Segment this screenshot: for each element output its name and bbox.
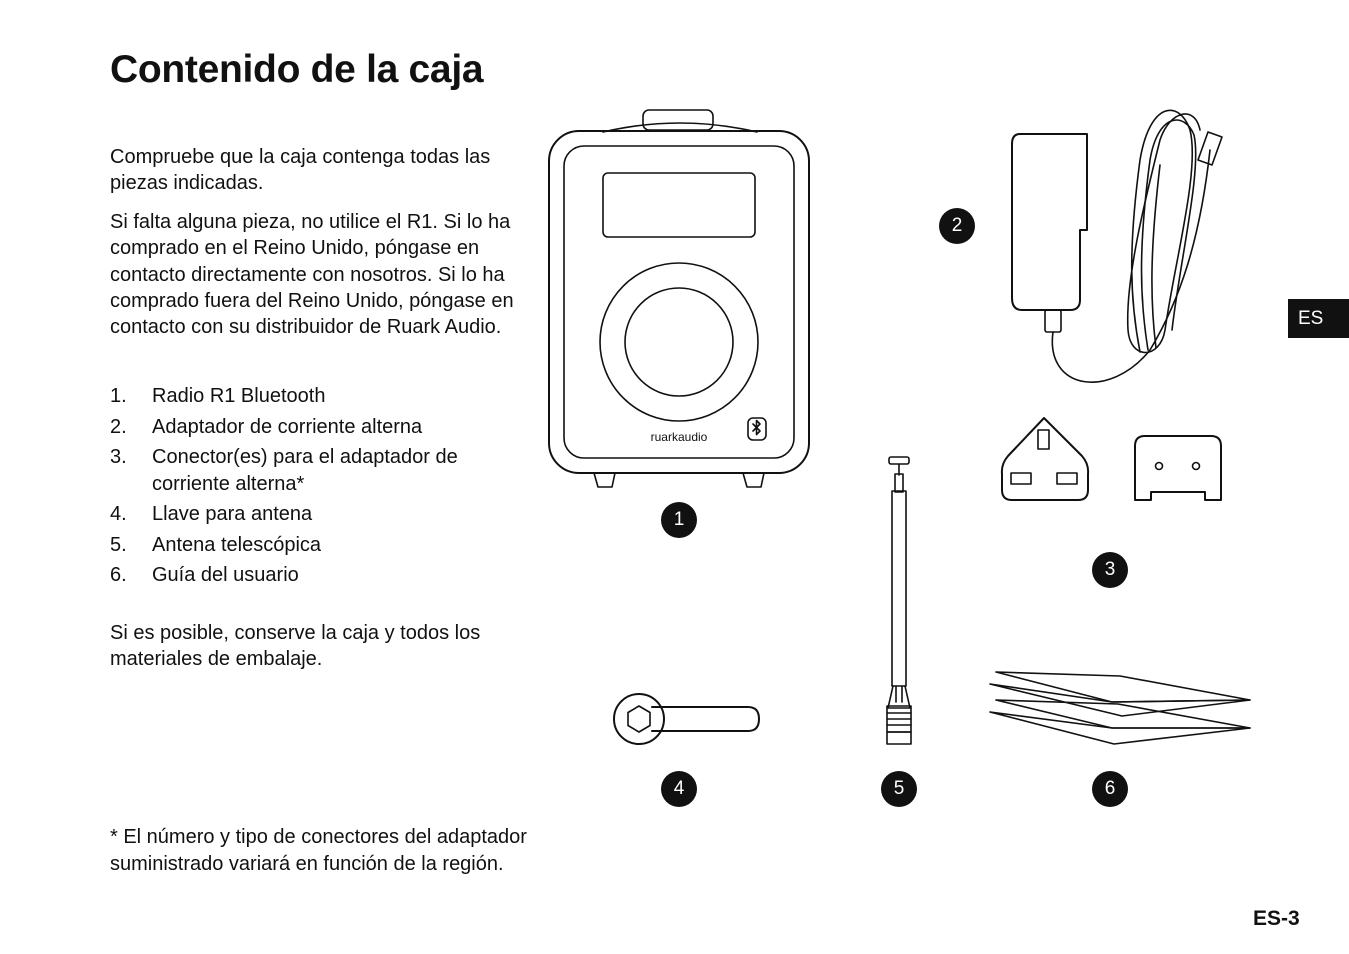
callout-1: 1 [661, 502, 697, 538]
page-title: Contenido de la caja [110, 48, 484, 91]
list-label: Radio R1 Bluetooth [152, 385, 326, 407]
missing-parts-paragraph: Si falta alguna pieza, no utilice el R1.… [110, 211, 514, 339]
callout-4: 4 [661, 771, 697, 807]
user-guide-illustration [989, 671, 1251, 745]
list-label: Conector(es) para el adaptador de corrie… [152, 446, 458, 495]
list-item: 5. Antena telescópica [110, 532, 530, 559]
list-item: 1. Radio R1 Bluetooth [110, 383, 530, 410]
footnote: * El número y tipo de conectores del ada… [110, 826, 527, 875]
list-number: 3. [110, 446, 127, 468]
list-number: 2. [110, 415, 127, 438]
contents-list: 1. Radio R1 Bluetooth 2. Adaptador de corr… [110, 383, 530, 593]
intro-paragraph: Compruebe que la caja contenga todas las… [110, 146, 491, 195]
callout-5: 5 [881, 771, 917, 807]
list-number: 1. [110, 385, 127, 407]
list-item: 2. Adaptador de corriente alterna [110, 414, 530, 441]
list-item: 4. Llave para antena [110, 501, 530, 528]
radio-r1-illustration: ruarkaudio [548, 109, 810, 488]
list-number: 4. [110, 503, 127, 525]
plug-adapters-illustration [1000, 417, 1222, 501]
list-label: Llave para antena [152, 503, 313, 525]
list-number: 5. [110, 533, 127, 556]
antenna-spanner-illustration [613, 693, 760, 745]
language-tab: ES [1288, 299, 1349, 338]
list-item: 6. Guía del usuario [110, 562, 530, 589]
list-item: 3. Conector(es) para el adaptador de corr… [110, 444, 530, 497]
page-number: ES-3 [1253, 907, 1300, 930]
radio-brand-logo: ruarkaudio [651, 430, 708, 444]
list-number: 6. [110, 564, 127, 586]
list-label: Guía del usuario [152, 564, 299, 586]
keep-packaging-paragraph: Si es posible, conserve la caja y todos … [110, 622, 481, 671]
list-label: Antena telescópica [152, 533, 322, 556]
callout-3: 3 [1092, 552, 1128, 588]
list-label: Adaptador de corriente alterna [152, 415, 423, 438]
callout-2: 2 [939, 208, 975, 244]
telescopic-antenna-illustration [886, 456, 912, 745]
callout-6: 6 [1092, 771, 1128, 807]
power-adapter-illustration [1011, 109, 1223, 383]
